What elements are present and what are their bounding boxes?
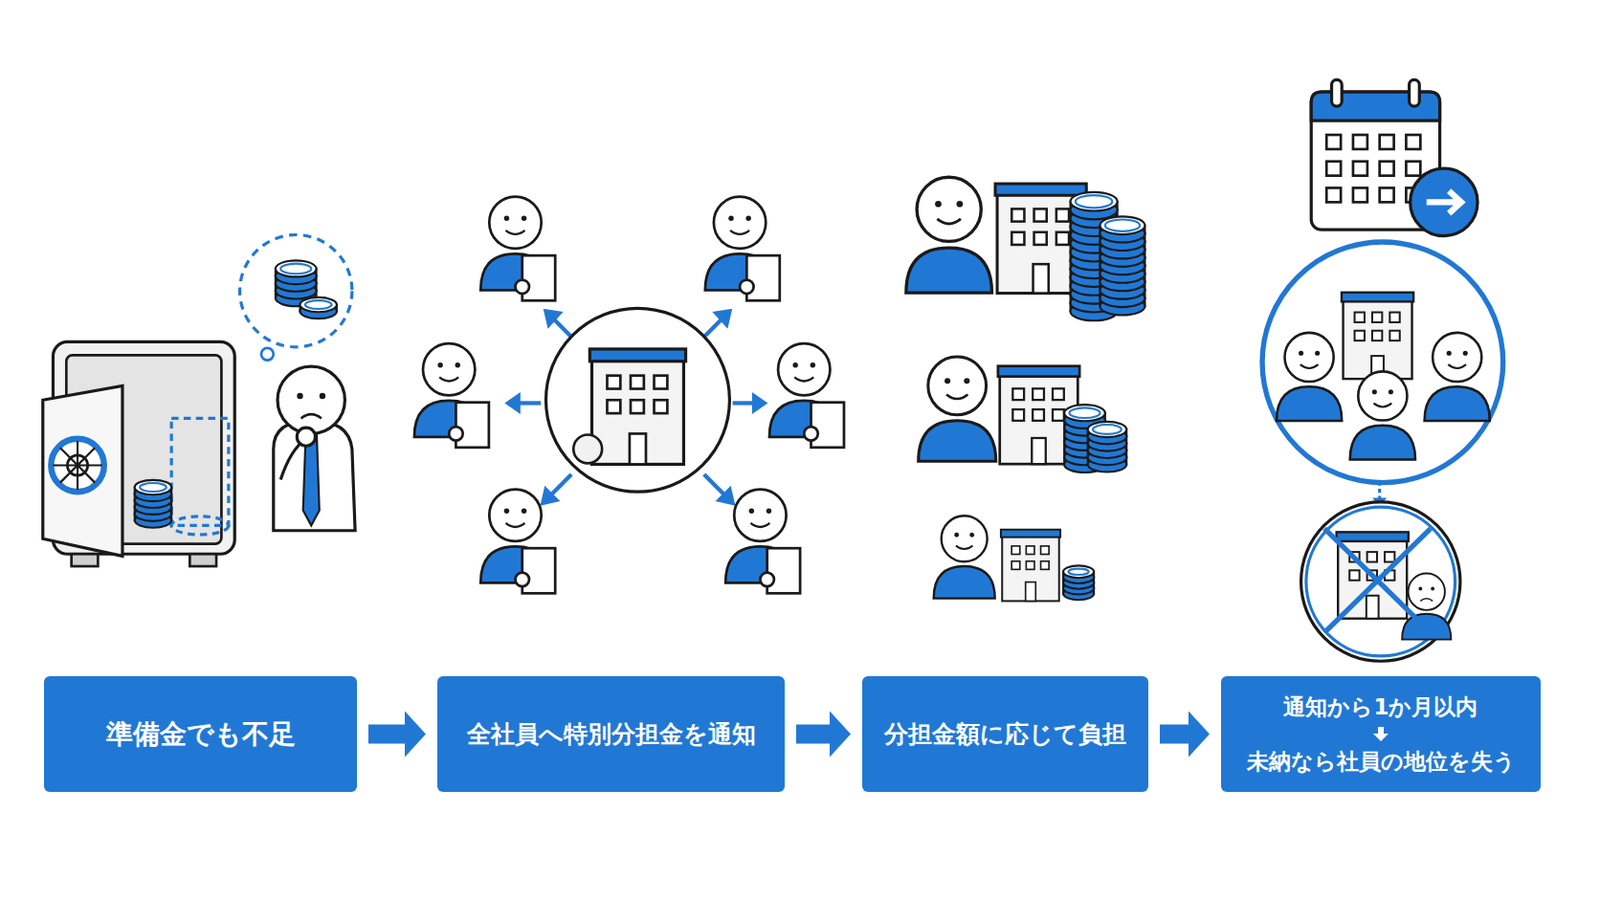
coin-stack: [134, 480, 172, 529]
box-text: 準備金でも不足: [106, 717, 296, 752]
coin-stack: [1063, 565, 1094, 600]
flow-arrow: [1159, 711, 1210, 758]
coin-stack: [1088, 422, 1128, 473]
process-box: 分担金額に応じて負担: [862, 676, 1149, 793]
down-arrow: [1372, 727, 1390, 743]
box-text: 全社員へ特別分担金を通知: [466, 719, 756, 750]
flow-arrow: [796, 711, 851, 758]
flow-arrow: [368, 711, 426, 758]
notify-illustration: [414, 197, 845, 595]
process-box: 準備金でも不足: [44, 676, 357, 793]
box-text: 通知から1か月以内: [1283, 693, 1478, 722]
safe-illustration: [43, 235, 356, 568]
process-box: 通知から1か月以内未納なら社員の地位を失う: [1221, 676, 1541, 793]
deadline-illustration: [1262, 79, 1504, 662]
box-text: 未納なら社員の地位を失う: [1246, 748, 1516, 777]
box-text: 分担金額に応じて負担: [884, 719, 1127, 750]
share-illustration: [906, 177, 1146, 601]
coin-stack: [300, 297, 337, 319]
process-box: 全社員へ特別分担金を通知: [437, 676, 785, 793]
coin-stack: [1100, 216, 1146, 315]
